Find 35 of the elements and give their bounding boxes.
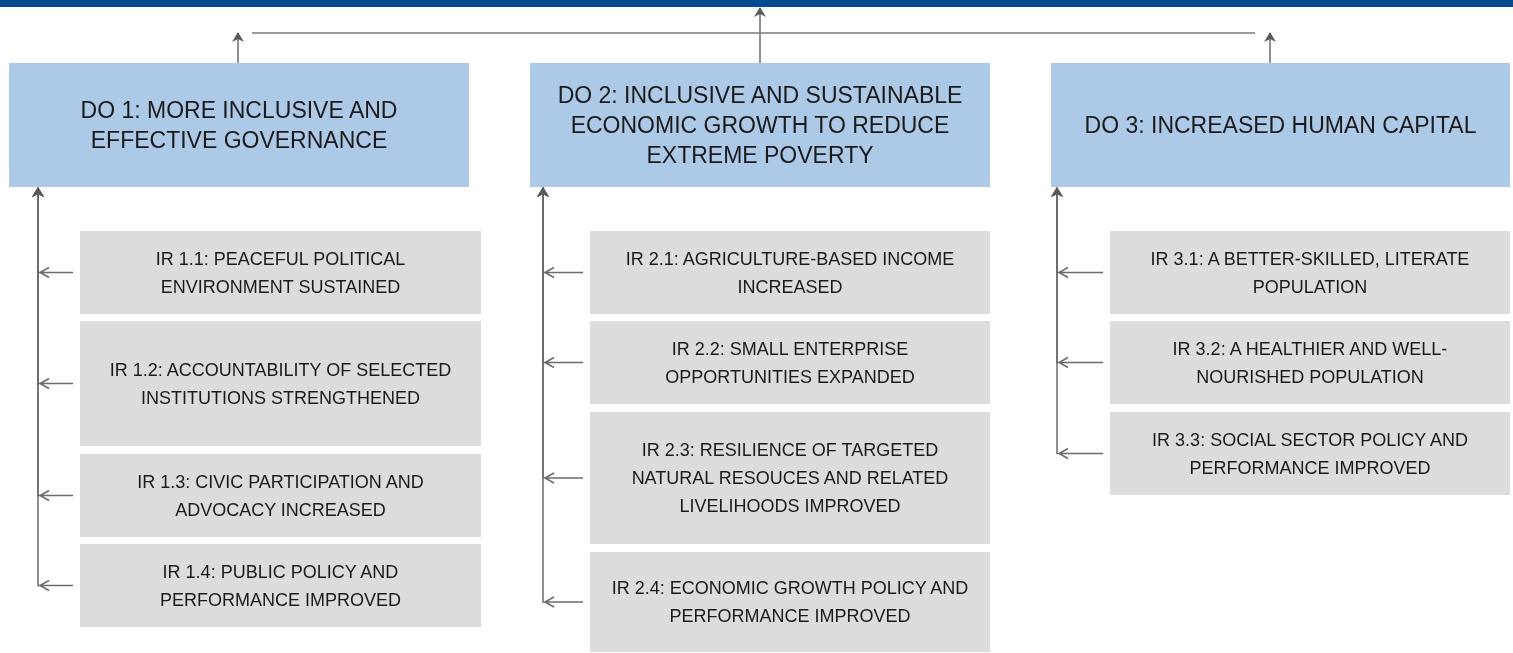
- result-text: IR 1.3: CIVIC PARTICIPATION AND ADVOCACY INCREASED: [136, 470, 425, 522]
- result-box: [80, 231, 481, 314]
- arrow: [537, 187, 584, 608]
- result-box: [80, 454, 481, 537]
- result-text: IR 2.4: ECONOMIC GROWTH POLICY AND PERFORMANCE IMPROVED: [610, 577, 970, 628]
- objective-title: DO 3: INCREASED HUMAN CAPITAL: [1084, 111, 1477, 140]
- header-bar: [0, 0, 1513, 7]
- result-text: IR 1.1: PEACEFUL POLITICAL ENVIRONMENT SUSTAINED: [154, 247, 407, 299]
- result-text: IR 1.4: PUBLIC POLICY AND PERFORMANCE IMPROVED: [159, 560, 402, 612]
- result-box: [590, 552, 990, 652]
- arrow: [1264, 32, 1276, 64]
- result-box: [80, 544, 481, 627]
- result-box: [590, 231, 990, 314]
- arrow: [1051, 187, 1104, 460]
- objective-title: DO 1: MORE INCLUSIVE AND EFFECTIVE GOVERNANCE: [79, 96, 399, 155]
- objective-box: [530, 63, 990, 187]
- result-box: [1110, 412, 1510, 495]
- result-text: IR 3.1: A BETTER-SKILLED, LITERATE POPULATION: [1149, 247, 1471, 299]
- result-text: IR 3.2: A HEALTHIER AND WELL-NOURISHED POPULATION: [1171, 337, 1449, 389]
- result-box: [1110, 231, 1510, 314]
- result-box: [80, 321, 481, 446]
- arrow: [232, 32, 244, 64]
- objective-box: [1051, 63, 1510, 187]
- result-text: IR 3.3: SOCIAL SECTOR POLICY AND PERFORMANCE IMPROVED: [1151, 428, 1469, 480]
- result-text: IR 2.2: SMALL ENTERPRISE OPPORTUNITIES EXPANDED: [664, 337, 916, 389]
- result-text: IR 2.1: AGRICULTURE-BASED INCOME INCREASED: [624, 247, 956, 299]
- arrow: [32, 187, 74, 592]
- result-box: [590, 321, 990, 404]
- arrow: [754, 7, 766, 64]
- objective-box: [9, 63, 469, 187]
- result-box: [590, 412, 990, 544]
- result-box: [1110, 321, 1510, 404]
- objective-title: DO 2: INCLUSIVE AND SUSTAINABLE ECONOMIC GROWTH TO REDUCE EXTREME POVERTY: [556, 81, 964, 170]
- result-text: IR 2.3: RESILIENCE OF TARGETED NATURAL RESOUCES AND RELATED LIVELIHOODS IMPROVED: [630, 439, 950, 518]
- result-text: IR 1.2: ACCOUNTABILITY OF SELECTED INSTITUTIONS STRENGTHENED: [108, 358, 453, 410]
